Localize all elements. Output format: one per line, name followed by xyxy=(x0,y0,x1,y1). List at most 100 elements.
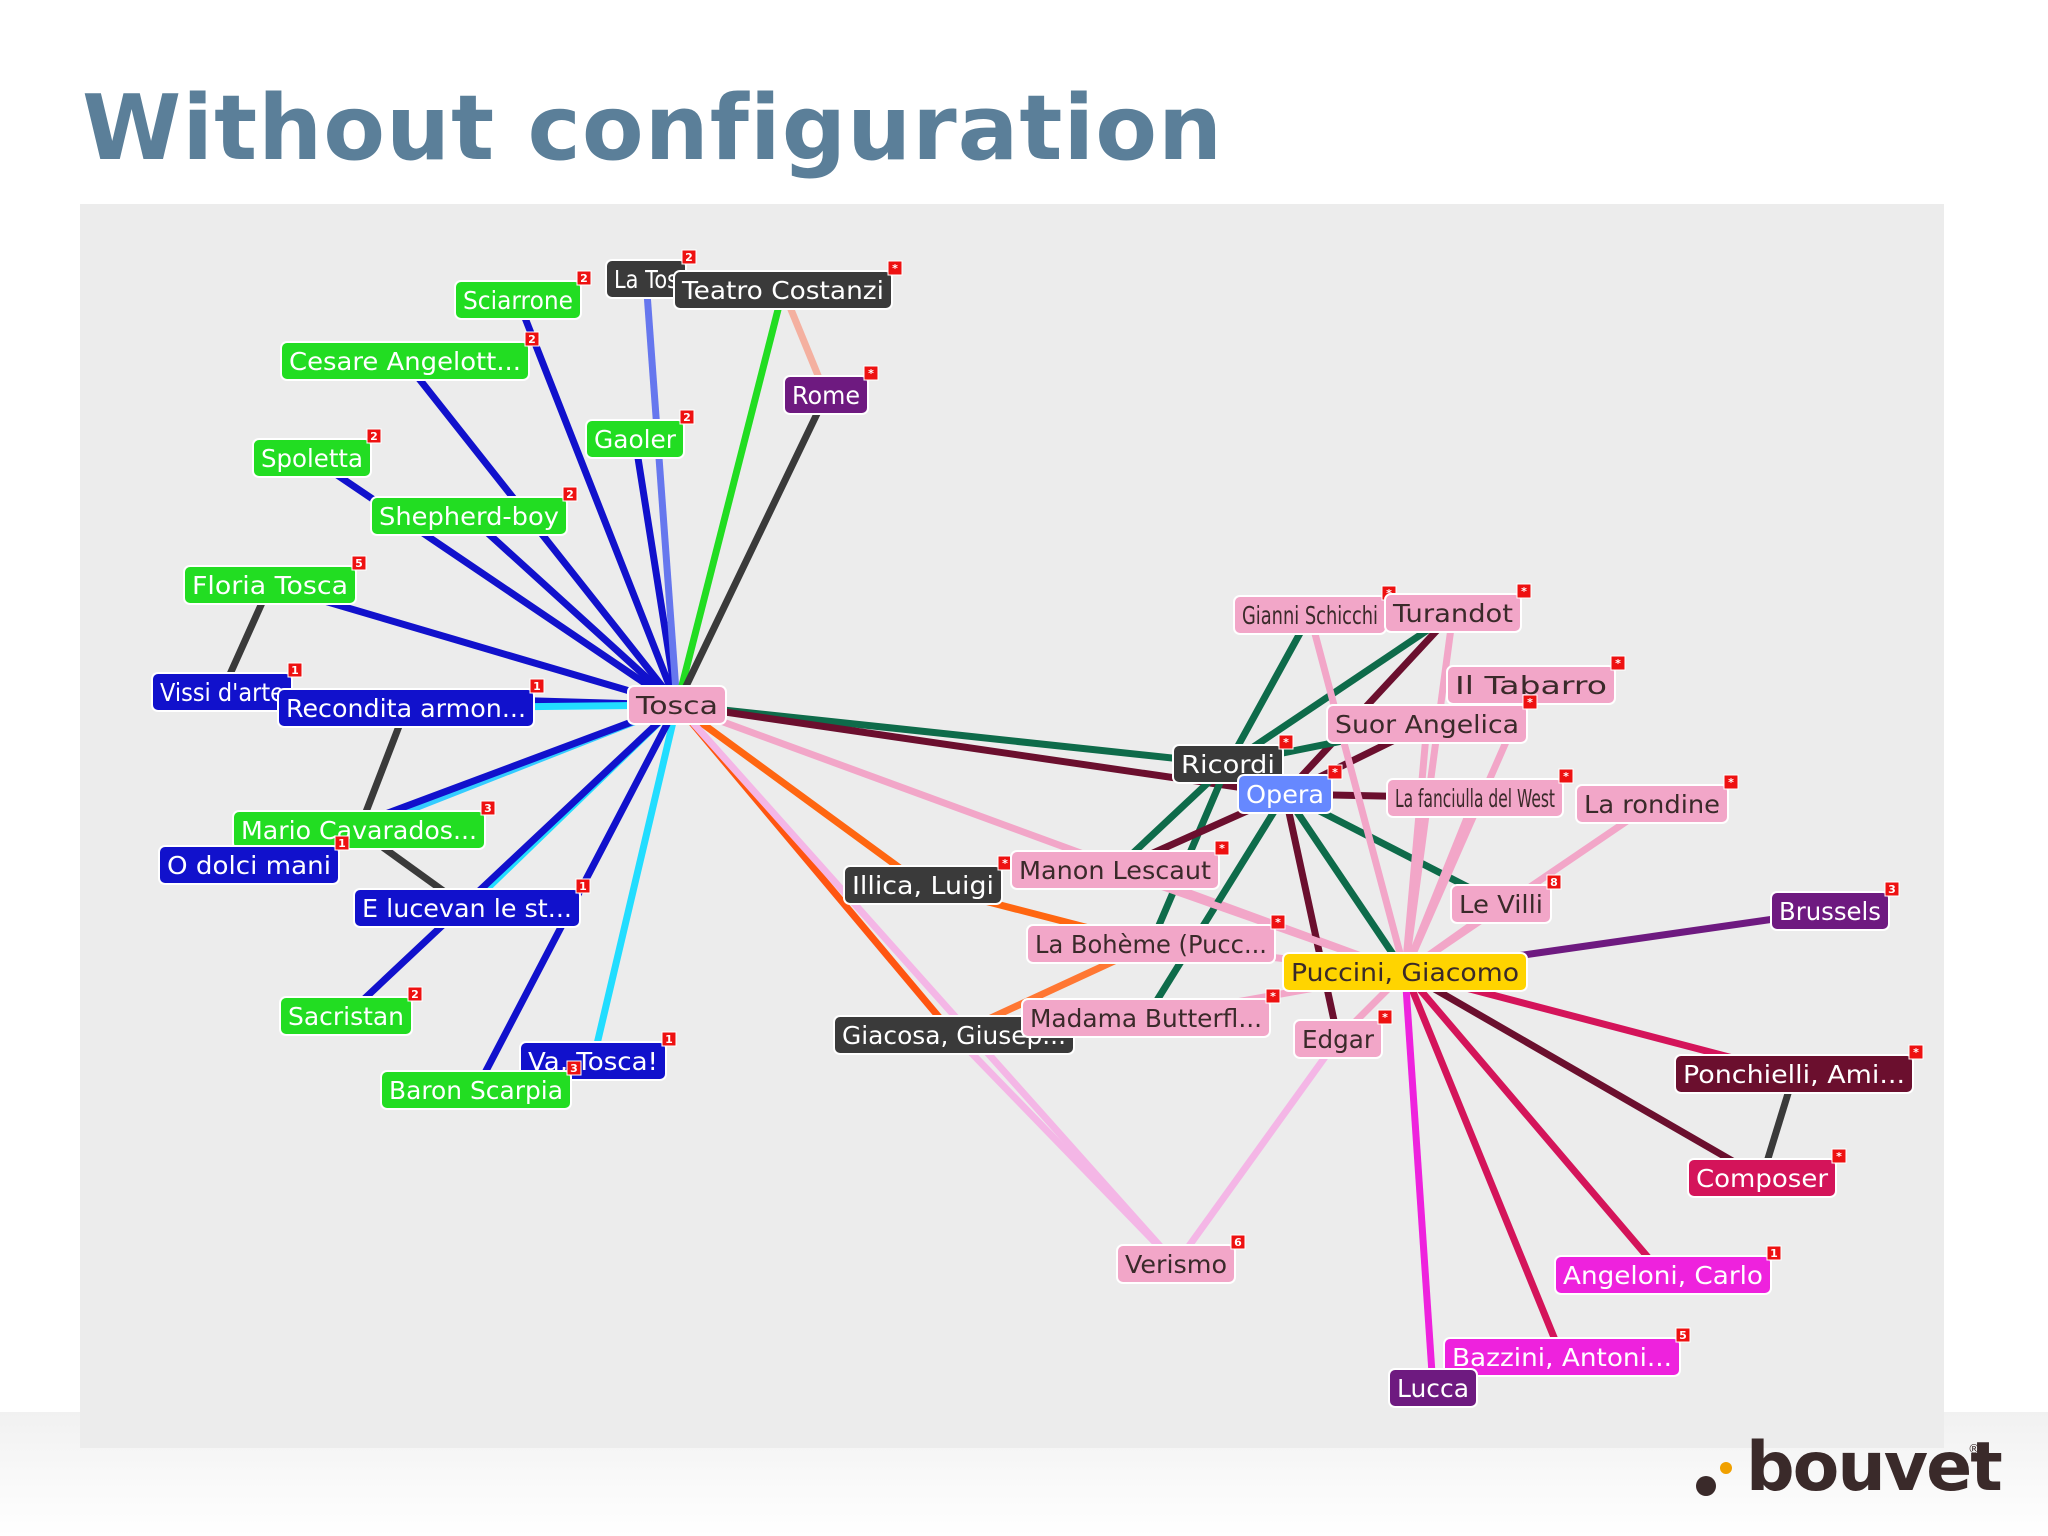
node-badge[interactable] xyxy=(681,249,697,265)
node-puccini[interactable]: Puccini, Giacomo xyxy=(1282,952,1528,992)
node-gianni[interactable]: Gianni Schicchi* xyxy=(1233,585,1397,635)
node-box xyxy=(1010,850,1220,890)
node-cesare[interactable]: Cesare Angelott...2 xyxy=(280,331,540,381)
node-badge[interactable] xyxy=(661,1031,677,1047)
node-lucca[interactable]: Lucca xyxy=(1388,1368,1478,1408)
node-badge[interactable] xyxy=(1516,583,1532,599)
node-tosca[interactable]: Tosca xyxy=(627,685,727,725)
node-ricordi[interactable]: Ricordi* xyxy=(1172,734,1294,784)
node-rome[interactable]: Rome* xyxy=(783,365,879,415)
node-badge-count: * xyxy=(1270,990,1276,1003)
node-badge[interactable] xyxy=(863,365,879,381)
node-badge-count: 1 xyxy=(1770,1247,1778,1260)
node-label: Recondita armon... xyxy=(286,694,526,723)
node-badge[interactable] xyxy=(1610,655,1626,671)
node-badge[interactable] xyxy=(679,409,695,425)
node-badge[interactable] xyxy=(1230,1234,1246,1250)
node-box xyxy=(277,688,535,728)
node-box xyxy=(1282,952,1528,992)
node-rondine[interactable]: La rondine* xyxy=(1575,774,1739,824)
node-illica[interactable]: Illica, Luigi* xyxy=(843,855,1013,905)
node-box xyxy=(1172,744,1284,784)
node-badge-count: 2 xyxy=(685,251,693,264)
node-manon[interactable]: Manon Lescaut* xyxy=(1010,840,1230,890)
node-badge[interactable] xyxy=(1327,764,1343,780)
node-butterfly[interactable]: Madama Butterfl...* xyxy=(1021,988,1281,1038)
node-suor[interactable]: Suor Angelica* xyxy=(1326,694,1538,744)
node-opera[interactable]: Opera* xyxy=(1237,764,1343,814)
node-badge-count: 1 xyxy=(665,1033,673,1046)
node-turandot[interactable]: Turandot* xyxy=(1384,583,1532,633)
node-bazzini[interactable]: Bazzini, Antoni...5 xyxy=(1443,1327,1691,1377)
node-teatro[interactable]: Teatro Costanzi* xyxy=(673,260,903,310)
node-badge[interactable] xyxy=(1377,1009,1393,1025)
node-composer[interactable]: Composer* xyxy=(1687,1148,1847,1198)
node-box xyxy=(1026,924,1276,964)
node-fanciulla[interactable]: La fanciulla del West* xyxy=(1386,768,1574,818)
node-mario[interactable]: Mario Cavarados...3 xyxy=(232,800,496,850)
node-badge[interactable] xyxy=(366,428,382,444)
node-badge[interactable] xyxy=(1558,768,1574,784)
node-badge[interactable] xyxy=(407,986,423,1002)
node-box xyxy=(1674,1054,1914,1094)
node-badge[interactable] xyxy=(529,678,545,694)
edge-puccini-gianni xyxy=(1306,614,1409,973)
node-badge[interactable] xyxy=(524,331,540,347)
node-label: Manon Lescaut xyxy=(1019,856,1211,885)
logo-accent-dot-icon xyxy=(1720,1462,1732,1474)
node-badge[interactable] xyxy=(351,555,367,571)
node-badge[interactable] xyxy=(562,486,578,502)
node-label: Illica, Luigi xyxy=(852,871,994,900)
node-badge-count: 2 xyxy=(370,430,378,443)
node-badge[interactable] xyxy=(1675,1327,1691,1343)
node-badge[interactable] xyxy=(1546,874,1562,890)
node-badge[interactable] xyxy=(1908,1044,1924,1060)
node-box xyxy=(1326,704,1528,744)
node-ponchielli[interactable]: Ponchielli, Ami...* xyxy=(1674,1044,1924,1094)
node-badge[interactable] xyxy=(1278,734,1294,750)
node-badge[interactable] xyxy=(576,270,592,286)
node-box xyxy=(1443,1337,1681,1377)
node-label: Verismo xyxy=(1125,1250,1227,1279)
node-badge[interactable] xyxy=(575,878,591,894)
node-badge[interactable] xyxy=(480,800,496,816)
node-label: Teatro Costanzi xyxy=(681,276,884,305)
node-badge[interactable] xyxy=(1831,1148,1847,1164)
node-badge-count: * xyxy=(868,367,874,380)
edge-tosca-sacristan xyxy=(343,702,680,1019)
node-badge[interactable] xyxy=(287,662,303,678)
node-badge[interactable] xyxy=(1214,840,1230,856)
edge-opera-puccini xyxy=(1282,792,1408,974)
node-boheme[interactable]: La Bohème (Pucc...* xyxy=(1026,914,1286,964)
node-badge[interactable] xyxy=(566,1060,582,1076)
edge-puccini-bazzini xyxy=(1401,970,1566,1359)
node-badge[interactable] xyxy=(887,260,903,276)
node-badge[interactable] xyxy=(334,835,350,851)
node-badge[interactable] xyxy=(1884,881,1900,897)
node-badge[interactable] xyxy=(1723,774,1739,790)
node-badge[interactable] xyxy=(1265,988,1281,1004)
node-label: Tosca xyxy=(635,691,718,720)
node-elucevan[interactable]: E lucevan le st...1 xyxy=(353,878,591,928)
node-badge[interactable] xyxy=(1766,1245,1782,1261)
node-recondita[interactable]: Recondita armon...1 xyxy=(277,678,545,728)
node-badge[interactable] xyxy=(1270,914,1286,930)
node-edgar[interactable]: Edgar* xyxy=(1293,1009,1393,1059)
node-badge[interactable] xyxy=(1522,694,1538,710)
node-badge-count: 3 xyxy=(484,802,492,815)
